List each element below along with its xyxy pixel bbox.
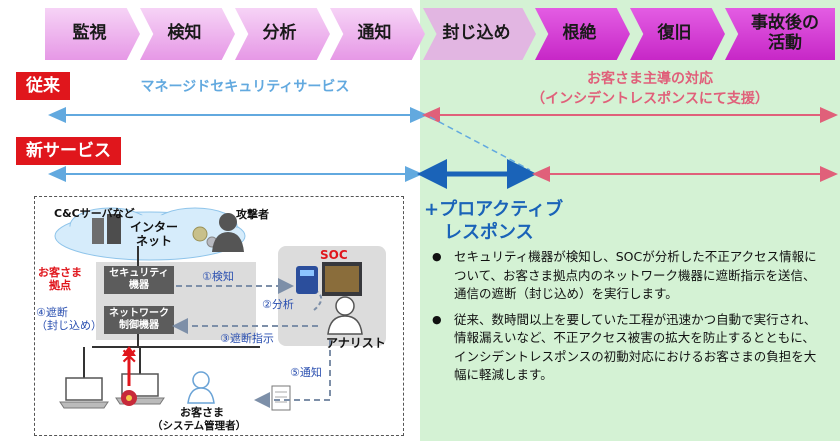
stage-recover: 復旧 bbox=[630, 8, 725, 60]
cc-server-label: C&Cサーバなど bbox=[54, 207, 135, 220]
cc-server-icon bbox=[92, 214, 121, 244]
laptop-icon bbox=[59, 377, 109, 409]
process-stages: 監視 検知 分析 通知 封じ込め 根絶 復旧 事故後の活動 bbox=[45, 8, 835, 60]
internet-label: インター ネット bbox=[130, 220, 179, 248]
security-device-label: セキュリティ 機器 bbox=[109, 268, 169, 291]
network-device-box bbox=[104, 306, 174, 334]
customer-led-label: お客さま主導の対応 bbox=[587, 71, 713, 87]
soc-monitor-icon bbox=[296, 262, 362, 296]
customer-site-label: お客さま 拠点 bbox=[38, 266, 82, 292]
customer-led-sublabel: （インシデントレスポンスにて支援） bbox=[531, 91, 769, 107]
analyst-label: アナリスト bbox=[326, 336, 386, 350]
proactive-bullets: セキュリティ機器が検知し、SOCが分析した不正アクセス情報について、お客さま拠点… bbox=[432, 248, 820, 392]
row-label-conventional: 従来 bbox=[16, 72, 70, 100]
list-item: 従来、数時間以上を要していた工程が迅速かつ自動で実行され、情報漏えいなど、不正ア… bbox=[432, 311, 820, 385]
row-label-new-service: 新サービス bbox=[16, 137, 121, 165]
block-x-icon: ✕ bbox=[120, 345, 138, 370]
network-device-label: ネットワーク 制御機器 bbox=[109, 308, 169, 331]
customer-admin-label: お客さま bbox=[180, 406, 224, 419]
stage-post-incident: 事故後の活動 bbox=[725, 8, 835, 60]
managed-service-label: マネージドセキュリティサービス bbox=[140, 79, 350, 95]
stage-notify: 通知 bbox=[330, 8, 425, 60]
stage-monitor: 監視 bbox=[45, 8, 140, 60]
admin-user-icon bbox=[187, 371, 215, 404]
analyze-flow bbox=[313, 291, 323, 311]
customer-admin-sublabel: （システム管理者） bbox=[152, 420, 247, 432]
attacker-icon bbox=[212, 213, 244, 252]
stage-analyze: 分析 bbox=[235, 8, 330, 60]
stage-contain: 封じ込め bbox=[423, 8, 536, 60]
step3-label: ③遮断指示 bbox=[220, 332, 274, 345]
stage-detect: 検知 bbox=[140, 8, 235, 60]
step2-label: ②分析 bbox=[262, 298, 294, 311]
soc-label: SOC bbox=[320, 248, 348, 262]
document-icon bbox=[271, 385, 291, 411]
stage-eradicate: 根絶 bbox=[535, 8, 630, 60]
step5-label: ⑤通知 bbox=[290, 366, 322, 379]
notify-flow bbox=[254, 340, 331, 408]
proactive-title: +プロアクティブ レスポンス bbox=[424, 199, 564, 243]
analyst-icon bbox=[327, 296, 363, 335]
step4-label: ④遮断 （封じ込め） bbox=[36, 306, 102, 332]
gear-icon bbox=[192, 226, 218, 248]
attacker-label: 攻撃者 bbox=[236, 208, 269, 221]
malware-icon bbox=[121, 390, 137, 406]
list-item: セキュリティ機器が検知し、SOCが分析した不正アクセス情報について、お客さま拠点… bbox=[432, 248, 820, 304]
step1-label: ①検知 bbox=[202, 270, 234, 283]
security-device-box bbox=[104, 266, 174, 294]
